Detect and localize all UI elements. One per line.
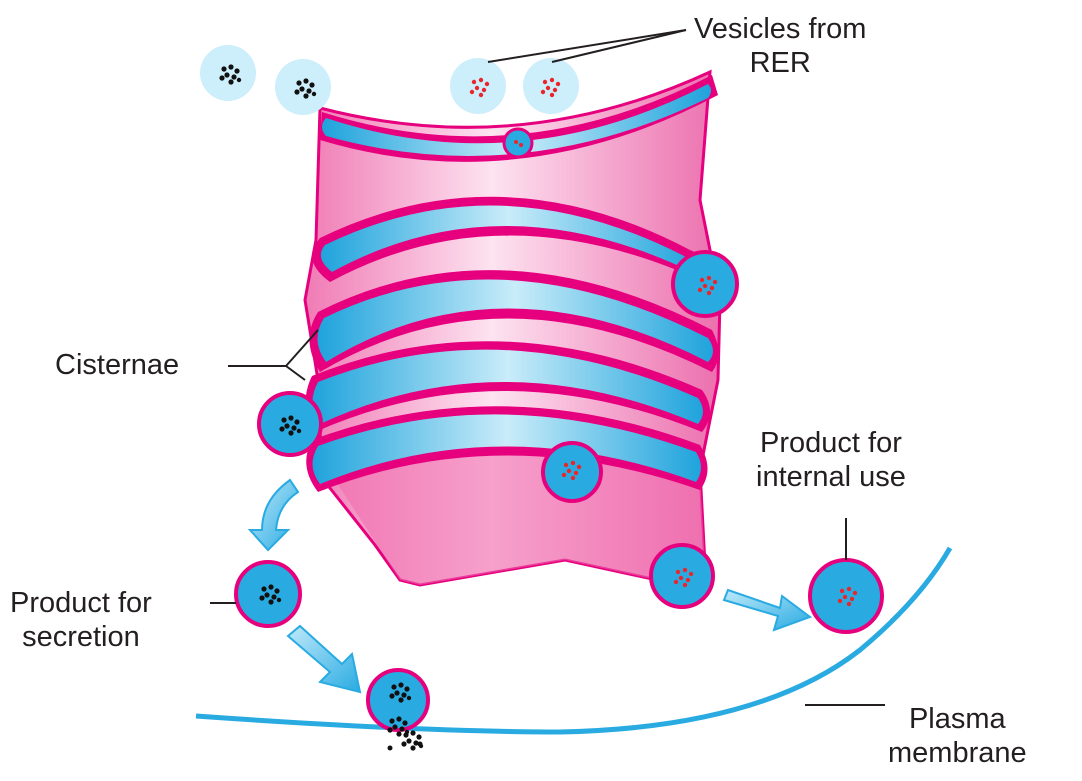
arrow-to-membrane (288, 626, 360, 692)
label-vesicles-line1: Vesicles from (694, 12, 866, 46)
vesicle-rer-3 (450, 58, 506, 114)
label-plasma-membrane-line1: Plasma (888, 702, 1027, 736)
arrow-to-internal (724, 590, 810, 630)
arrow-down-left (250, 480, 298, 550)
label-product-secretion-line1: Product for (10, 586, 152, 620)
label-product-internal-line1: Product for (756, 426, 906, 460)
vesicle-exocytosis (368, 670, 428, 751)
vesicle-budding-left (259, 393, 321, 455)
vesicle-rer-1 (200, 45, 256, 101)
vesicle-rer-2 (275, 59, 331, 115)
label-vesicles-from-rer: Vesicles from RER (694, 12, 866, 80)
vesicle-rer-4 (523, 58, 579, 114)
vesicle-budding-bottom (651, 545, 713, 607)
label-vesicles-line2: RER (694, 46, 866, 80)
vesicle-internal-use (810, 560, 882, 632)
vesicle-secretion (236, 562, 300, 626)
label-plasma-membrane-line2: membrane (888, 736, 1027, 770)
label-product-secretion-line2: secretion (10, 620, 152, 654)
label-product-secretion: Product for secretion (10, 586, 152, 654)
label-product-internal-line2: internal use (756, 460, 906, 494)
vesicle-budding-center (543, 443, 601, 501)
vesicle-budding-right (673, 252, 737, 316)
vesicle-budding-top (504, 129, 532, 157)
label-plasma-membrane: Plasma membrane (888, 702, 1027, 770)
label-product-internal-use: Product for internal use (756, 426, 906, 494)
label-cisternae: Cisternae (55, 348, 179, 382)
